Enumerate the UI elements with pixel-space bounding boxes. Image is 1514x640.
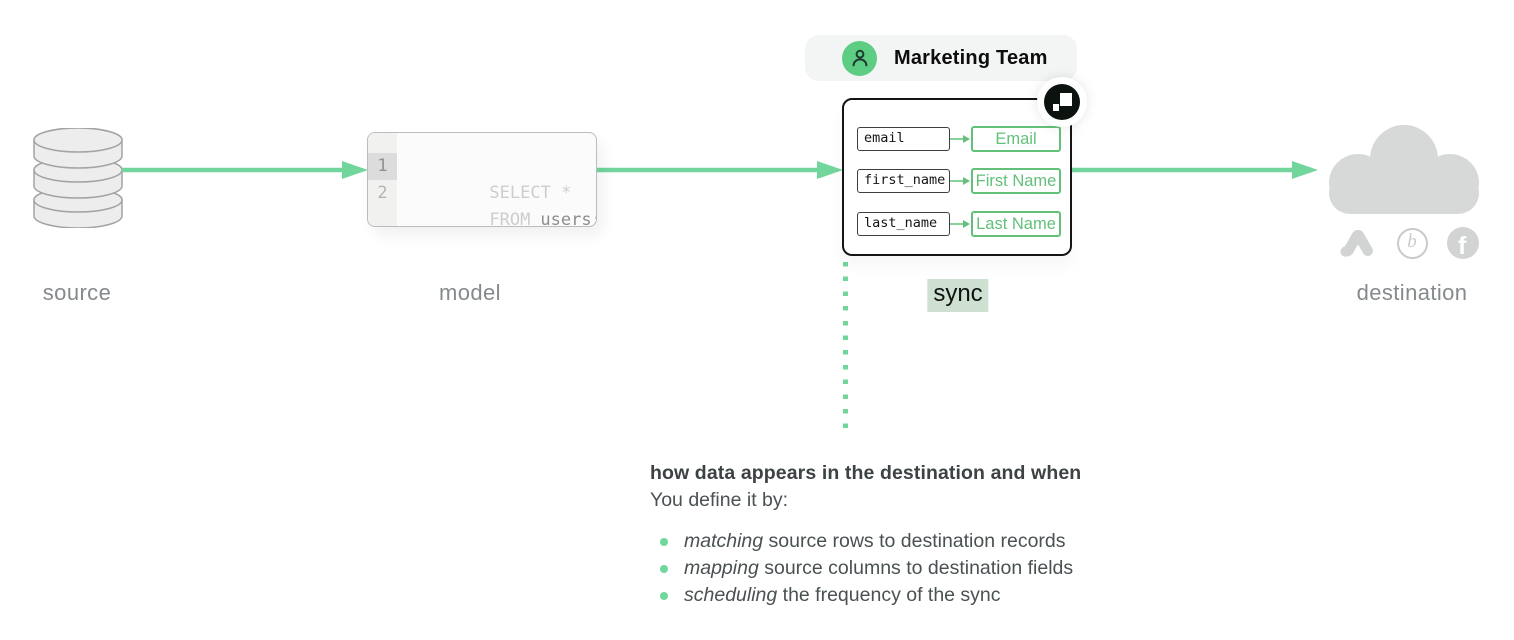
sql-text: users; — [540, 210, 597, 227]
bullet-dot-icon — [660, 565, 668, 573]
logo-square-small — [1053, 104, 1059, 111]
mapping-row: last_name Last Name — [857, 211, 1061, 237]
destination-label: destination — [1356, 280, 1468, 305]
source-field-box: last_name — [857, 212, 950, 236]
source-field-box: first_name — [857, 169, 950, 193]
bullet-dot-icon — [660, 538, 668, 546]
arrow-source-to-model-icon — [122, 161, 368, 179]
bullet-item: matching source rows to destination reco… — [650, 528, 1210, 555]
cloud-icon — [1329, 125, 1479, 214]
destination-field-box: First Name — [971, 168, 1061, 194]
description-intro: You define it by: — [650, 489, 789, 511]
mapping-arrow-icon — [950, 220, 970, 228]
facebook-glyph: f — [1458, 232, 1467, 259]
sql-text: SELECT * — [489, 183, 572, 203]
model-label: model — [439, 280, 501, 305]
braze-icon: b — [1396, 227, 1428, 259]
source-field-box: email — [857, 127, 950, 151]
hightouch-logo-icon — [1044, 84, 1080, 120]
bullet-dot-icon — [660, 592, 668, 600]
source-label: source — [42, 280, 112, 305]
arrow-sync-to-destination-icon — [1072, 161, 1318, 179]
mapping-arrow-icon — [950, 135, 970, 143]
sql-keyword: FROM — [489, 210, 531, 227]
mapping-row: email Email — [857, 126, 1061, 152]
avatar — [842, 40, 877, 76]
logo-square-large — [1060, 93, 1072, 106]
bullet-item: mapping source columns to destination fi… — [650, 555, 1210, 582]
sync-mapping-card: email Email first_name First Name last_n… — [842, 98, 1072, 256]
description-bullet-list: matching source rows to destination reco… — [650, 528, 1210, 609]
mapping-arrow-icon — [950, 177, 970, 185]
description-heading: how data appears in the destination and … — [650, 462, 1082, 484]
database-icon — [33, 128, 123, 228]
line-number: 1 — [368, 153, 397, 180]
braze-glyph: b — [1407, 231, 1417, 252]
arrow-model-to-sync-icon — [597, 161, 843, 179]
dotted-connector — [843, 262, 848, 430]
bullet-text: the frequency of the sync — [777, 584, 1001, 606]
team-badge: Marketing Team — [805, 35, 1077, 81]
sync-label: sync — [927, 279, 989, 312]
bullet-term: mapping — [684, 557, 759, 579]
destination-field-box: Last Name — [971, 211, 1061, 237]
bullet-term: matching — [684, 530, 764, 552]
bullet-text: source columns to destination fields — [758, 557, 1074, 579]
google-ads-icon — [1340, 229, 1373, 257]
bullet-term: scheduling — [684, 584, 778, 606]
bullet-text: source rows to destination records — [763, 530, 1066, 552]
sync-description: how data appears in the destination and … — [650, 462, 1210, 609]
facebook-icon: f — [1447, 227, 1479, 259]
person-icon — [852, 49, 867, 67]
destination-field-box: Email — [971, 126, 1061, 152]
line-number: 2 — [377, 183, 388, 203]
destination-apps: b f — [1339, 226, 1479, 260]
mapping-row: first_name First Name — [857, 168, 1061, 194]
bullet-item: scheduling the frequency of the sync — [650, 582, 1210, 609]
team-badge-label: Marketing Team — [894, 46, 1048, 69]
